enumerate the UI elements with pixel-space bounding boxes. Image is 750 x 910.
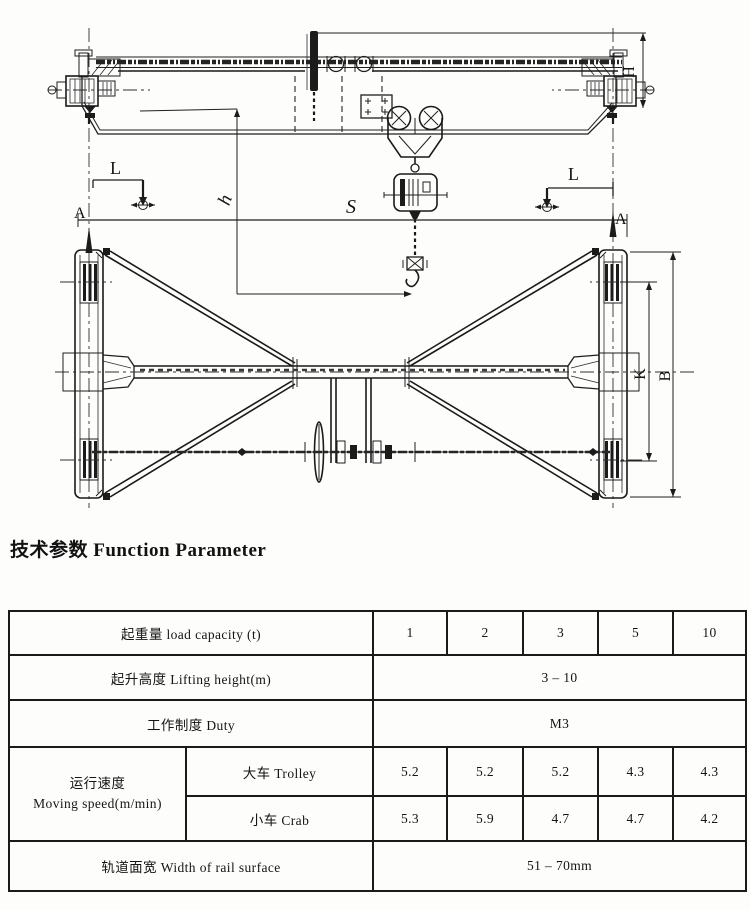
trolley-speed-10: 4.3 <box>672 746 748 797</box>
row-rail-width: 轨道面宽 Width of rail surface 51 – 70mm <box>7 840 748 892</box>
row-duty: 工作制度 Duty M3 <box>7 699 748 748</box>
chain-hoist-block <box>383 173 448 219</box>
trolley-speed-2: 5.2 <box>446 746 525 797</box>
row-trolley-speed: 运行速度 Moving speed(m/min) 大车 Trolley 5.2 … <box>8 746 748 842</box>
dim-label-B: B <box>657 371 674 382</box>
dim-label-L-right: L <box>568 164 579 184</box>
crab-speed-5: 4.7 <box>597 795 675 842</box>
trolley-speed-3: 5.2 <box>522 746 600 797</box>
capacity-value-1: 1 <box>372 610 449 656</box>
crab-speed-2: 5.9 <box>446 795 525 842</box>
front-view <box>81 31 646 288</box>
section-title: 技术参数 Function Parameter <box>10 540 267 561</box>
dim-label-K: K <box>632 368 649 380</box>
load-hook <box>402 219 428 288</box>
function-parameter-table: 起重量 load capacity (t) 1 2 3 5 10 起升高度 Li… <box>7 610 748 892</box>
row-lifting-height: 起升高度 Lifting height(m) 3 – 10 <box>7 654 748 701</box>
label-moving-speed-zh: 运行速度 <box>69 775 126 791</box>
section-label-A-right: A <box>615 211 627 228</box>
plate-corner-marks <box>365 98 388 115</box>
lifting-height-value: 3 – 10 <box>372 654 748 701</box>
dim-label-H: H <box>621 66 638 78</box>
capacity-value-3: 3 <box>522 610 600 656</box>
plan-view <box>55 365 695 483</box>
dim-label-L-left: L <box>110 158 121 178</box>
label-load-capacity: 起重量 load capacity (t) <box>7 610 375 656</box>
row-load-capacity: 起重量 load capacity (t) 1 2 3 5 10 <box>7 610 748 656</box>
label-moving-speed: 运行速度 Moving speed(m/min) <box>8 746 187 842</box>
dim-label-S: S <box>346 196 356 218</box>
label-trolley: 大车 Trolley <box>184 746 375 797</box>
trolley-speed-5: 4.3 <box>597 746 675 797</box>
dim-label-h: h <box>214 192 237 208</box>
crab-speed-1: 5.3 <box>372 795 449 842</box>
label-crab: 小车 Crab <box>184 795 375 842</box>
dimensions: H L L <box>74 33 681 498</box>
rail-support-symbol-right <box>535 188 559 212</box>
capacity-value-10: 10 <box>672 610 748 656</box>
left-half <box>47 28 298 508</box>
capacity-value-2: 2 <box>446 610 525 656</box>
hoist-trolley <box>386 105 444 173</box>
crab-speed-3: 4.7 <box>522 795 600 842</box>
label-moving-speed-en: Moving speed(m/min) <box>33 796 162 811</box>
section-label-A-left: A <box>74 205 86 222</box>
trolley-speed-1: 5.2 <box>372 746 449 797</box>
rail-width-value: 51 – 70mm <box>372 840 748 892</box>
rail-support-symbol-left <box>131 180 155 210</box>
label-rail-width: 轨道面宽 Width of rail surface <box>7 840 375 892</box>
crab-speed-10: 4.2 <box>672 795 748 842</box>
label-lifting-height: 起升高度 Lifting height(m) <box>7 654 375 701</box>
duty-value: M3 <box>372 699 748 748</box>
row-crab-speed: 小车 Crab 5.3 5.9 4.7 4.7 4.2 <box>9 795 748 842</box>
label-duty: 工作制度 Duty <box>7 699 375 748</box>
capacity-value-5: 5 <box>597 610 675 656</box>
crane-technical-drawing: H L L <box>47 26 695 510</box>
